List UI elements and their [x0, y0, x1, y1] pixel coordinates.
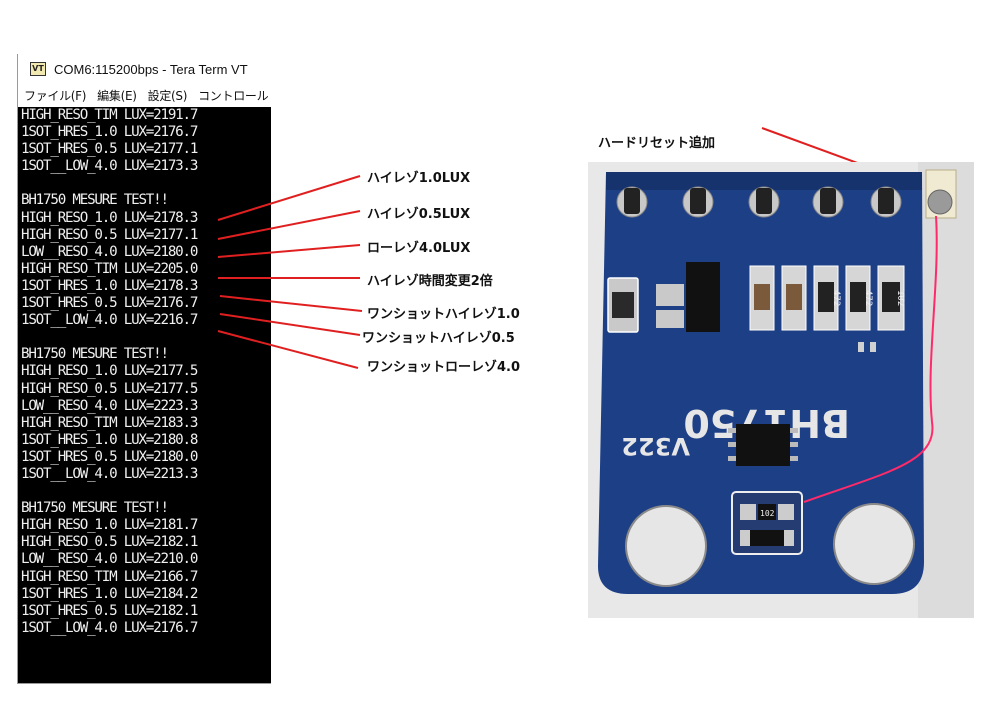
- menu-edit[interactable]: 編集(E): [97, 89, 137, 103]
- mounting-hole-left: [625, 505, 707, 587]
- annotation-label-hires-05: ハイレゾ0.5LUX: [367, 207, 471, 222]
- terminal-line: LOW__RESO_4.0 LUX=2210.0: [21, 551, 198, 568]
- terminal-line: HIGH_RESO_TIM LUX=2166.7: [21, 568, 198, 585]
- resistor-label-4: 102: [760, 509, 775, 518]
- reset-pin: [927, 189, 953, 215]
- smd-components-top: [607, 262, 905, 333]
- terminal-line: BH1750 MESURE TEST!!: [21, 346, 169, 363]
- terminal-line: 1SOT__LOW_4.0 LUX=2213.3: [21, 465, 198, 482]
- terminal-line: HIGH_RESO_1.0 LUX=2181.7: [21, 517, 198, 534]
- terminal-line: 1SOT_HRES_0.5 LUX=2176.7: [21, 295, 198, 312]
- terminal-line: LOW__RESO_4.0 LUX=2180.0: [21, 243, 198, 260]
- terminal-line: 1SOT_HRES_0.5 LUX=2182.1: [21, 602, 198, 619]
- menu-bar: ファイル(F) 編集(E) 設定(S) コントロール: [18, 84, 271, 107]
- terminal-line: [21, 329, 271, 346]
- menu-file[interactable]: ファイル(F): [24, 89, 87, 103]
- hard-reset-label: ハードリセット追加: [598, 136, 716, 151]
- bh1750-board-photo: 472 472 102 BH1750 V322 102: [588, 162, 974, 618]
- terminal-line: BH1750 MESURE TEST!!: [21, 192, 169, 209]
- terminal-line: 1SOT_HRES_1.0 LUX=2180.8: [21, 431, 198, 448]
- terminal-line: 1SOT_HRES_1.0 LUX=2184.2: [21, 585, 198, 602]
- terminal-line: HIGH_RESO_TIM LUX=2183.3: [21, 414, 198, 431]
- terminal-line: 1SOT__LOW_4.0 LUX=2176.7: [21, 619, 198, 636]
- terminal-line: HIGH_RESO_0.5 LUX=2177.5: [21, 380, 198, 397]
- tera-term-window: VT COM6:115200bps - Tera Term VT ファイル(F)…: [17, 54, 271, 684]
- terminal-line: HIGH_RESO_1.0 LUX=2177.5: [21, 363, 198, 380]
- terminal-line: 1SOT__LOW_4.0 LUX=2216.7: [21, 312, 198, 329]
- tera-term-app-icon: VT: [30, 62, 46, 76]
- annotation-label-oneshot-hires-1: ワンショットハイレゾ1.0: [367, 307, 520, 322]
- bh1750-sensor-chip: [736, 424, 790, 466]
- terminal-line: [21, 483, 271, 500]
- resistor-label-2: 472: [863, 290, 873, 306]
- version-label: V322: [621, 432, 690, 460]
- terminal-line: 1SOT_HRES_0.5 LUX=2177.1: [21, 141, 198, 158]
- terminal-line: 1SOT_HRES_1.0 LUX=2178.3: [21, 277, 198, 294]
- header-pins: [616, 186, 902, 218]
- terminal-line: HIGH_RESO_0.5 LUX=2182.1: [21, 534, 198, 551]
- annotation-label-oneshot-hires-05: ワンショットハイレゾ0.5: [362, 331, 515, 346]
- terminal-line: LOW__RESO_4.0 LUX=2223.3: [21, 397, 198, 414]
- terminal-line: HIGH_RESO_0.5 LUX=2177.1: [21, 226, 198, 243]
- resistor-label-3: 102: [895, 290, 905, 306]
- annotation-label-hires-1: ハイレゾ1.0LUX: [367, 171, 471, 186]
- pcb-edge-shade: [606, 172, 922, 190]
- terminal-line: 1SOT__LOW_4.0 LUX=2173.3: [21, 158, 198, 175]
- terminal-line: HIGH_RESO_TIM LUX=2205.0: [21, 260, 198, 277]
- terminal-line: HIGH_RESO_TIM LUX=2191.7: [21, 107, 198, 123]
- photo-background-right: [918, 162, 974, 618]
- terminal-line: HIGH_RESO_1.0 LUX=2178.3: [21, 209, 198, 226]
- terminal-line: [21, 175, 271, 192]
- annotation-label-hires-time: ハイレゾ時間変更2倍: [367, 274, 493, 289]
- menu-setup[interactable]: 設定(S): [147, 89, 188, 103]
- terminal-line: 1SOT_HRES_1.0 LUX=2176.7: [21, 124, 198, 141]
- annotation-label-lowres: ローレゾ4.0LUX: [367, 241, 471, 256]
- annotation-label-oneshot-lowres: ワンショットローレゾ4.0: [367, 360, 521, 375]
- menu-control[interactable]: コントロール: [198, 89, 269, 103]
- mounting-hole-right: [833, 503, 915, 585]
- resistor-label-1: 472: [831, 290, 841, 306]
- terminal-line: BH1750 MESURE TEST!!: [21, 500, 169, 517]
- title-bar[interactable]: VT COM6:115200bps - Tera Term VT: [18, 54, 271, 84]
- terminal-line: 1SOT_HRES_0.5 LUX=2180.0: [21, 448, 198, 465]
- window-title: COM6:115200bps - Tera Term VT: [54, 61, 248, 77]
- reset-wire: [803, 215, 938, 503]
